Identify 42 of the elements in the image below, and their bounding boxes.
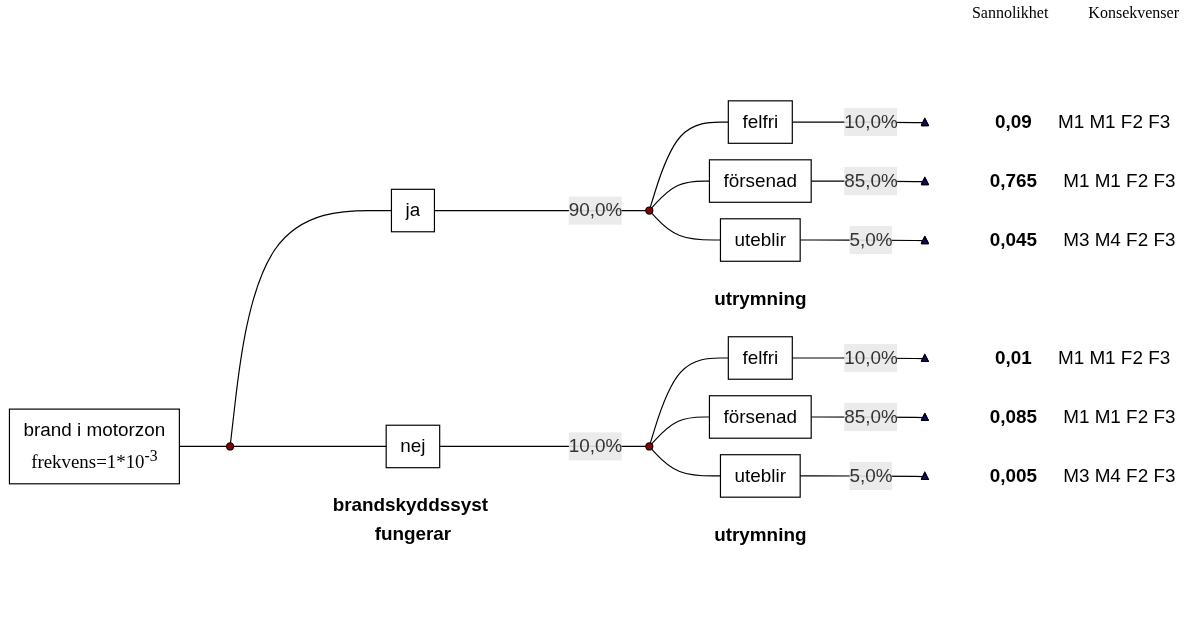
label: utrymning [714, 524, 807, 545]
column-heading: Sannolikhet [971, 4, 1049, 22]
node-box: ja [390, 188, 436, 233]
node-label: M1 M1 F2 F3 [1057, 347, 1171, 368]
label: brandskyddssyst fungerar [332, 494, 488, 544]
edge-label: 90,0% [568, 199, 623, 220]
edge-label: 85,0% [844, 170, 898, 191]
connector [651, 180, 710, 209]
node-box: nej [385, 424, 441, 469]
node-label: M1 M1 F2 F3 [1063, 406, 1176, 427]
column-heading: Konsekvenser [1088, 4, 1179, 22]
edge-label: 5,0% [849, 229, 893, 250]
node-label: 0,765 [989, 170, 1037, 191]
label: utrymning [714, 288, 807, 309]
node-label: M3 M4 F2 F3 [1063, 465, 1176, 486]
node-circle [225, 442, 235, 451]
node-label: 0,01 [994, 347, 1032, 368]
node-label: 0,005 [989, 465, 1037, 486]
node-box: felfri [727, 336, 793, 380]
node-label: 0,09 [994, 111, 1032, 132]
connector [649, 357, 729, 444]
connector [233, 445, 387, 448]
node-label: 0,045 [989, 229, 1037, 250]
node-box: uteblir [719, 454, 801, 498]
node-label: M1 M1 F2 F3 [1057, 111, 1171, 132]
edge-label: 85,0% [844, 406, 898, 427]
node-box: försenad [708, 395, 812, 439]
edge-label: 10,0% [844, 347, 898, 368]
node-label: 0,085 [989, 406, 1037, 427]
node-box: felfri [727, 100, 793, 144]
node-label: M1 M1 F2 F3 [1063, 170, 1176, 191]
node-circle [645, 206, 654, 215]
node-box: försenad [708, 159, 812, 203]
connector [651, 416, 710, 445]
node-circle [645, 442, 654, 451]
edge-label: 5,0% [849, 465, 893, 486]
node-box: brand i motorzon frekvens=1*10$^{-3}$ [8, 408, 180, 485]
edge-label: 10,0% [568, 435, 623, 456]
edge-label: 10,0% [844, 111, 898, 132]
connector [649, 121, 729, 208]
node-box: uteblir [719, 218, 801, 262]
node-label: M3 M4 F2 F3 [1063, 229, 1176, 250]
